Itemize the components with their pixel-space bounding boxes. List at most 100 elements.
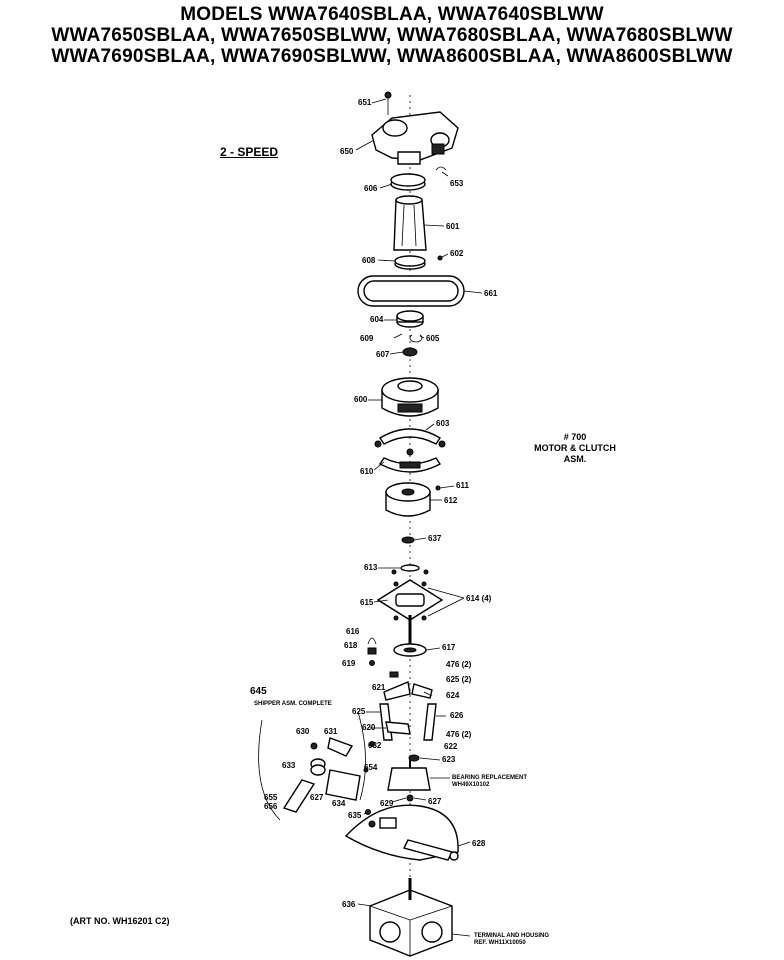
label-609: 609 <box>360 334 374 343</box>
part-604-pulley <box>396 310 424 328</box>
label-650: 650 <box>340 147 354 156</box>
label-635: 635 <box>348 811 362 820</box>
label-636: 636 <box>342 900 356 909</box>
label-632: 632 <box>368 741 382 750</box>
label-625a: 625 (2) <box>446 675 472 684</box>
part-609-key <box>393 333 403 339</box>
speed-label: 2 - SPEED <box>220 145 279 159</box>
shipper-asm-label: SHIPPER ASM. COMPLETE <box>254 701 332 707</box>
label-627: 627 <box>428 797 442 806</box>
part-611-ring <box>435 485 441 491</box>
part-607-spring <box>402 347 418 357</box>
part-617-shaft-assembly <box>393 615 427 657</box>
models-title-line-3: WWA7690SBLAA, WWA7690SBLWW, WWA8600SBLAA… <box>51 46 733 67</box>
art-number: (ART NO. WH16201 C2) <box>70 916 170 926</box>
shipper-asm-number: 645 <box>250 686 267 697</box>
label-656: 656 <box>264 802 278 811</box>
part-624-weight <box>411 683 433 699</box>
part-619-nut <box>369 660 375 666</box>
terminal-housing-note: TERMINAL AND HOUSING REF. WH11X10050 <box>474 933 549 947</box>
bearing-note-line-2: WH49X10102 <box>452 782 490 788</box>
label-628: 628 <box>472 839 486 848</box>
label-606: 606 <box>364 184 378 193</box>
part-616-bracket <box>367 637 377 645</box>
part-613-plate <box>391 564 429 575</box>
part-645-shipper-assembly <box>258 711 369 821</box>
label-617: 617 <box>442 643 456 652</box>
part-614-screws <box>393 581 427 621</box>
bearing-replacement-note: BEARING REPLACEMENT WH49X10102 <box>452 775 527 789</box>
label-626: 626 <box>450 711 464 720</box>
part-621-bracket <box>389 671 399 678</box>
assembly-number: # 700 <box>563 432 587 442</box>
label-603: 603 <box>436 419 450 428</box>
part-653-clip <box>435 166 447 171</box>
part-603-clutch-shoes <box>374 428 446 473</box>
label-625: 625 <box>352 707 366 716</box>
label-655: 655 <box>264 793 278 802</box>
label-629: 629 <box>380 799 394 808</box>
label-624: 624 <box>446 691 460 700</box>
label-610: 610 <box>360 467 374 476</box>
label-620: 620 <box>362 723 376 732</box>
part-627-bearing <box>387 756 431 802</box>
part-618-block <box>367 647 377 655</box>
part-600-clutch-pulley <box>381 377 439 417</box>
leader-lines <box>355 98 483 937</box>
part-620-weight <box>383 681 411 701</box>
label-654: 654 <box>364 763 378 772</box>
part-629-bolt <box>365 809 371 815</box>
label-601: 601 <box>446 222 460 231</box>
label-631: 631 <box>324 727 338 736</box>
part-612-clutch-hub <box>385 482 431 517</box>
part-615-cover <box>376 579 444 621</box>
motor-clutch-assembly-label: # 700 MOTOR & CLUTCH ASM. <box>520 432 630 465</box>
part-623-seal <box>408 754 420 762</box>
label-611: 611 <box>456 481 469 490</box>
part-651-screw <box>384 91 392 115</box>
label-622: 622 <box>444 742 458 751</box>
label-627-left: 627 <box>310 793 324 802</box>
part-608-clamp <box>394 255 426 270</box>
part-622-weight <box>385 721 411 735</box>
label-651: 651 <box>358 98 372 107</box>
label-618: 618 <box>344 641 358 650</box>
part-602-screw <box>437 255 443 261</box>
models-title-line-1: MODELS WWA7640SBLAA, WWA7640SBLWW <box>180 4 604 25</box>
models-title-line-2: WWA7650SBLAA, WWA7650SBLWW, WWA7680SBLAA… <box>51 25 733 46</box>
label-637: 637 <box>428 534 442 543</box>
label-619: 619 <box>342 659 356 668</box>
label-653: 653 <box>450 179 464 188</box>
part-626-weight-right <box>423 703 437 741</box>
label-621: 621 <box>372 683 386 692</box>
label-630: 630 <box>296 727 310 736</box>
part-650-pump <box>371 111 459 165</box>
part-637-washer <box>401 536 415 544</box>
part-601-coupling <box>393 195 427 251</box>
label-613: 613 <box>364 563 378 572</box>
label-608: 608 <box>362 256 376 265</box>
label-600: 600 <box>354 395 368 404</box>
label-615: 615 <box>360 598 374 607</box>
label-614: 614 (4) <box>466 594 492 603</box>
label-612: 612 <box>444 496 458 505</box>
label-476a: 476 (2) <box>446 660 472 669</box>
label-661: 661 <box>484 289 498 298</box>
label-634-left: 634 <box>332 799 346 808</box>
label-476b: 476 (2) <box>446 730 472 739</box>
part-661-belt <box>357 275 465 307</box>
part-636-motor <box>369 878 453 957</box>
terminal-note-line-2: REF. WH11X10050 <box>474 940 526 946</box>
part-632-stud <box>369 741 375 747</box>
label-633: 633 <box>282 761 296 770</box>
assembly-suffix: ASM. <box>563 454 587 464</box>
assembly-name: MOTOR & CLUTCH <box>534 443 616 453</box>
label-604: 604 <box>370 315 384 324</box>
label-602: 602 <box>450 249 464 258</box>
part-606-clamp <box>390 173 426 191</box>
label-607: 607 <box>376 350 390 359</box>
label-605: 605 <box>426 334 440 343</box>
label-616: 616 <box>346 627 360 636</box>
terminal-note-line-1: TERMINAL AND HOUSING <box>474 933 549 939</box>
